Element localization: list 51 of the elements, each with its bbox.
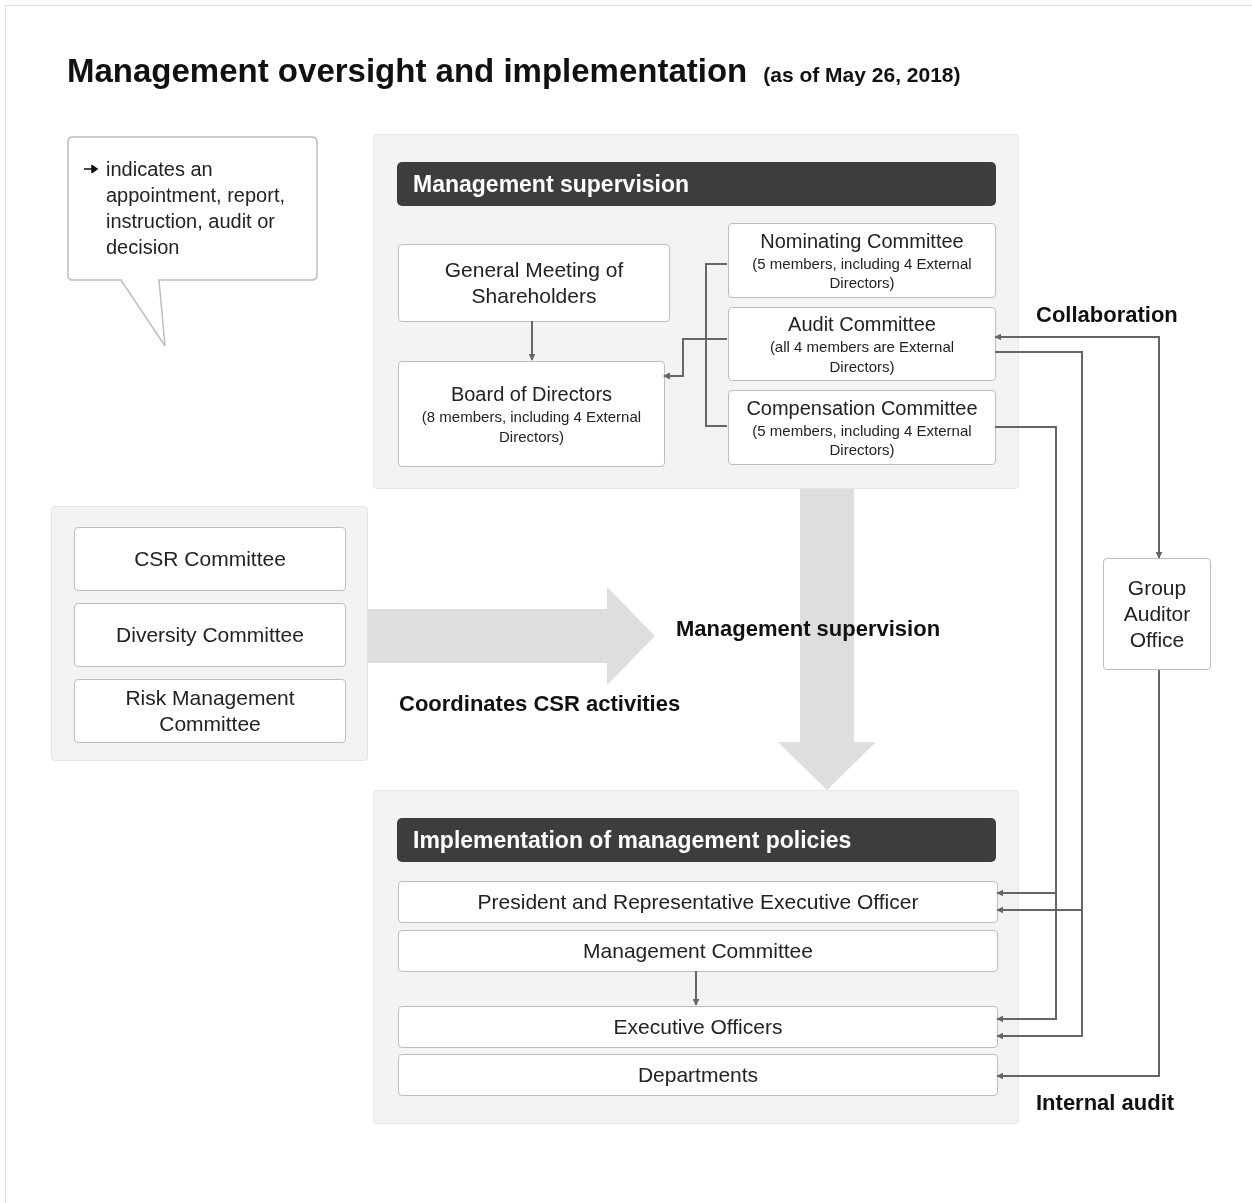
group-panel: [51, 506, 368, 761]
section-panel: [373, 134, 1019, 489]
arrow: [663, 338, 728, 427]
box-title: General Meeting of Shareholders: [443, 256, 625, 309]
org-box: [1103, 558, 1211, 670]
org-box: [398, 1006, 998, 1048]
box-title: Executive Officers: [613, 1013, 783, 1040]
org-box: [728, 223, 996, 298]
box-note: (all 4 members are External Directors): [768, 337, 956, 376]
box-title: Compensation Committee: [746, 395, 978, 421]
box-title: President and Representative Executive Officer: [477, 888, 919, 915]
box-note: (5 members, including 4 External Directors): [751, 420, 973, 460]
arrow: [528, 320, 536, 361]
org-box: [728, 390, 996, 465]
org-box: [398, 244, 670, 322]
org-box: [74, 527, 346, 591]
arrow: [994, 333, 1163, 559]
box-title: Audit Committee: [788, 312, 936, 337]
title: Management oversight and implementation: [67, 51, 748, 91]
org-box: [728, 307, 996, 381]
box-title: Departments: [637, 1061, 759, 1088]
box-title: Risk Management Committee: [124, 684, 296, 737]
block-arrow: [368, 587, 655, 685]
org-box: [398, 930, 998, 972]
box-note: (5 members, including 4 External Directors): [751, 253, 973, 293]
box-title: Diversity Committee: [116, 621, 304, 648]
arrow: [994, 351, 1083, 1040]
section-header: Implementation of management policies: [397, 818, 996, 862]
arrow: [996, 669, 1160, 1080]
org-box: [398, 1054, 998, 1096]
arrow: [994, 426, 1057, 1023]
arrow: [692, 970, 700, 1006]
box-title: Management Committee: [583, 937, 813, 964]
box-title: Group Auditor Office: [1122, 574, 1192, 654]
org-box: [398, 361, 665, 467]
org-box: [74, 603, 346, 667]
section-header: Management supervision: [397, 162, 996, 206]
org-box: [74, 679, 346, 743]
box-title: CSR Committee: [134, 545, 286, 572]
legend-text: indicates an appointment, report, instruction, audit or decision: [106, 157, 286, 260]
block-arrow: [778, 489, 876, 790]
edge-label: Coordinates CSR activities: [398, 690, 682, 718]
date-note: (as of May 26, 2018): [763, 62, 961, 88]
section-panel: [373, 790, 1019, 1124]
org-box: [398, 881, 998, 923]
box-title: Board of Directors: [450, 382, 613, 407]
edge-label: Collaboration: [1035, 301, 1179, 329]
edge-label: Internal audit: [1035, 1089, 1176, 1117]
box-title: Nominating Committee: [760, 228, 964, 254]
box-note: (8 members, including 4 External Directors): [420, 407, 643, 446]
edge-label: Management supervision: [675, 615, 942, 643]
